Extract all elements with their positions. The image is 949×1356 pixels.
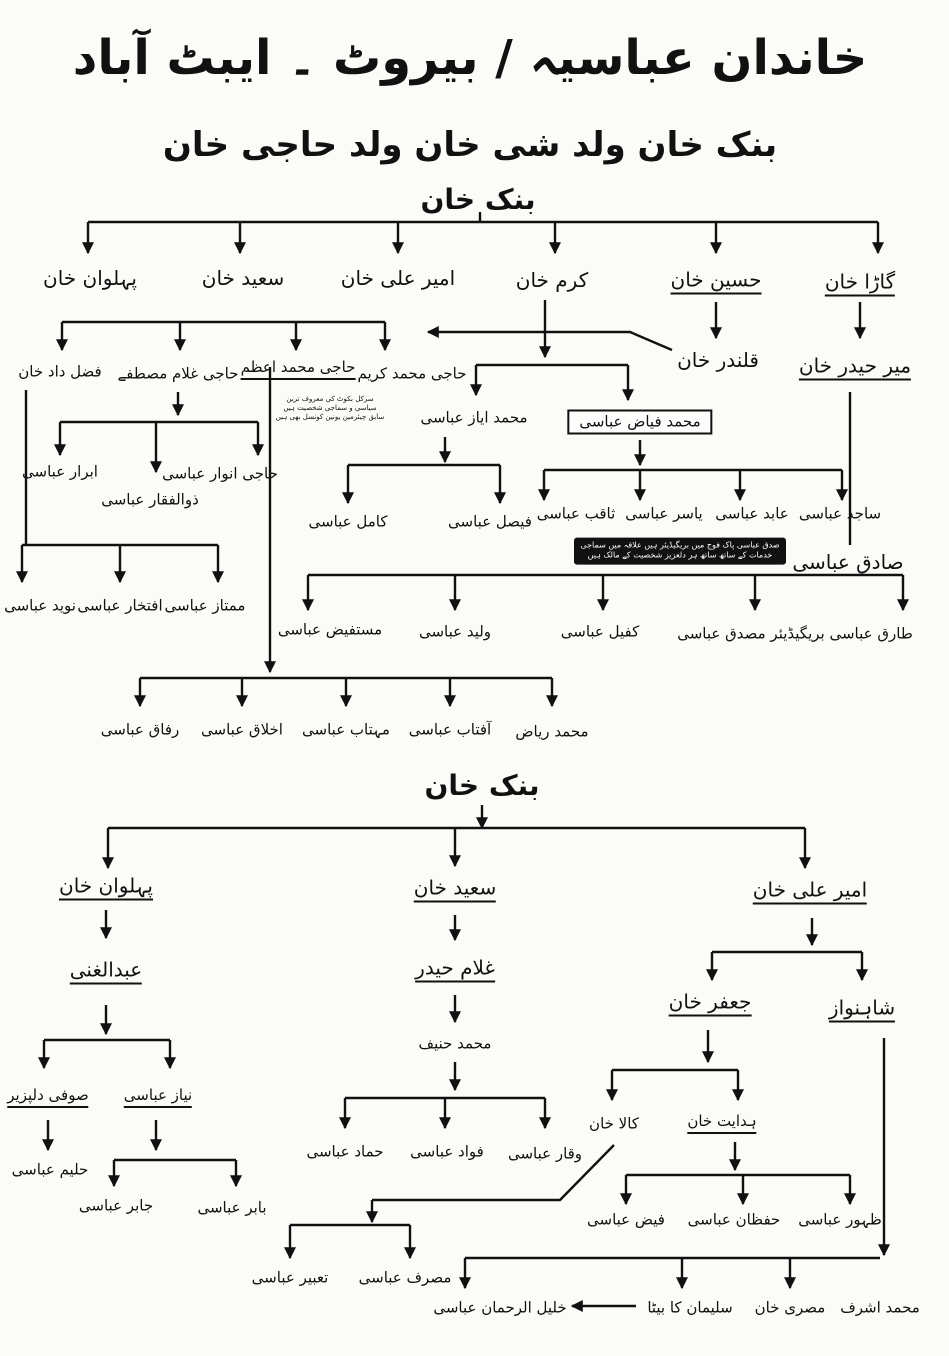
node2-muhammad-hanif: محمد حنیف (418, 1034, 492, 1053)
node-mehtab-abbasi: مہتاب عباسی (302, 720, 390, 739)
node-rafaq-abbasi: رفاق عباسی (100, 720, 180, 739)
node-waleed-abbasi: ولید عباسی (418, 622, 492, 641)
node-fazal-dad-khan: فضل داد خان (18, 362, 102, 381)
node-haji-karim: حاجی محمد کریم (357, 364, 467, 383)
node-gaura-khan: گاڑا خان (824, 272, 896, 297)
node-yasir-abbasi: یاسر عباسی (625, 504, 703, 523)
node2-waqar-abbasi: وقار عباسی (507, 1144, 583, 1163)
node2-hafzan-abbasi: حفظان عباسی (687, 1210, 781, 1229)
node-sajid-abbasi: ساجد عباسی (798, 504, 882, 523)
node2-fawad-abbasi: فواد عباسی (410, 1142, 484, 1161)
node-mumtaz-abbasi: ممتاز عباسی (164, 596, 246, 615)
node2-ameer-ali-khan: امیر علی خان (752, 880, 868, 905)
node2-niaz-abbasi: نیاز عباسی (123, 1088, 193, 1108)
node2-khalil-ur-rehman-abbasi: خلیل الرحمان عباسی (433, 1298, 567, 1317)
haji-azam-note: سرکل بکوٹ کی معروف ترین سیاسی و سماجی شخ… (275, 394, 385, 421)
node-haji-azam: حاجی محمد اعظم (240, 360, 356, 380)
node2-abdul-ghani: عبدالغنی (69, 960, 143, 985)
node-saqib-abbasi: ثاقب عباسی (536, 504, 616, 523)
node2-hammad-abbasi: حماد عباسی (306, 1142, 384, 1161)
node2-babar-abbasi: بابر عباسی (197, 1198, 267, 1217)
page-title: خاندان عباسیہ / بیروٹ ۔ ایبٹ آباد (72, 30, 868, 86)
node-kamil-abbasi: کامل عباسی (308, 512, 388, 531)
node-ayaz-abbasi: محمد ایاز عباسی (420, 408, 528, 427)
node-fayyaz-abbasi: محمد فیاض عباسی (567, 409, 713, 435)
sadiq-note: صدق عباسی پاک فوج میں بریگیڈیئر ہیں علاق… (574, 537, 786, 565)
node-zulfiqar-abbasi: ذوالفقار عباسی (101, 490, 199, 509)
node2-faiz-abbasi: فیض عباسی (587, 1210, 665, 1229)
node2-jafar-khan: جعفر خان (668, 992, 752, 1017)
node-kafeel-abbasi: کفیل عباسی (560, 622, 640, 641)
node-muhammad-riaz: محمد ریاض (515, 722, 589, 741)
node-pehlwan-khan: پہلوان خان (43, 266, 137, 290)
node2-haleem-abbasi: حلیم عباسی (11, 1160, 89, 1179)
node-naveed-abbasi: نوید عباسی (4, 596, 76, 615)
node2-ghulam-haider: غلام حیدر (415, 958, 495, 983)
node2-saeed-khan: سعید خان (413, 878, 497, 903)
node-mustafeez-abbasi: مستفیض عباسی (277, 620, 383, 639)
node2-zahoor-abbasi: ظہور عباسی (798, 1210, 882, 1229)
node2-sufi-dilpazir: صوفی دلپزیر (7, 1088, 89, 1108)
node-aftab-abbasi: آفتاب عباسی (408, 720, 492, 739)
node2-musraf-abbasi: مصرف عباسی (358, 1268, 452, 1287)
node2-tabeer-abbasi: تعبیر عباسی (251, 1268, 329, 1287)
page-subtitle: بنک خان ولد شی خان ولد حاجی خان (162, 125, 778, 165)
node-tariq-musaddiq-abbasi: طارق عباسی بریگیڈیئر مصدق عباسی (677, 624, 913, 643)
node-abrar-abbasi: ابرار عباسی (22, 462, 98, 481)
node2-sulaiman-son: سلیمان کا بیٹا (647, 1298, 733, 1317)
node-ameer-ali-khan: امیر علی خان (340, 266, 456, 290)
node-meer-haider-khan: میر حیدر خان (798, 356, 912, 381)
node2-jabir-abbasi: جابر عباسی (78, 1196, 154, 1215)
node2-kala-khan: کالا خان (589, 1114, 639, 1133)
node-karam-khan: کرم خان (515, 268, 589, 292)
node2-muhammad-ashraf: محمد اشرف (840, 1298, 920, 1317)
node2-hidayat-khan: ہدایت خان (687, 1114, 757, 1134)
node2-misri-khan: مصری خان (754, 1298, 826, 1317)
node-haji-ghulam-mustafa: حاجی غلام مصطفے (117, 364, 239, 383)
node2-pehlwan-khan: پہلوان خان (59, 876, 153, 901)
node2-shahnawaz: شاہنواز (828, 998, 896, 1023)
node-hussain-khan: حسین خان (670, 270, 762, 295)
node-abid-abbasi: عابد عباسی (715, 504, 789, 523)
node-bunk-khan-1: بنک خان (420, 183, 536, 216)
node-bunk-khan-2: بنک خان (424, 769, 540, 802)
node-anwar-abbasi: حاجی انوار عباسی (162, 464, 278, 483)
node-sadiq-abbasi: صادق عباسی (792, 550, 904, 574)
node-faisal-abbasi: فیصل عباسی (448, 512, 532, 531)
node-saeed-khan: سعید خان (201, 266, 285, 290)
node-akhlaq-abbasi: اخلاق عباسی (201, 720, 283, 739)
node-iftikhar-abbasi: افتخار عباسی (77, 596, 163, 615)
node-qalandar-khan: قلندر خان (677, 348, 759, 372)
